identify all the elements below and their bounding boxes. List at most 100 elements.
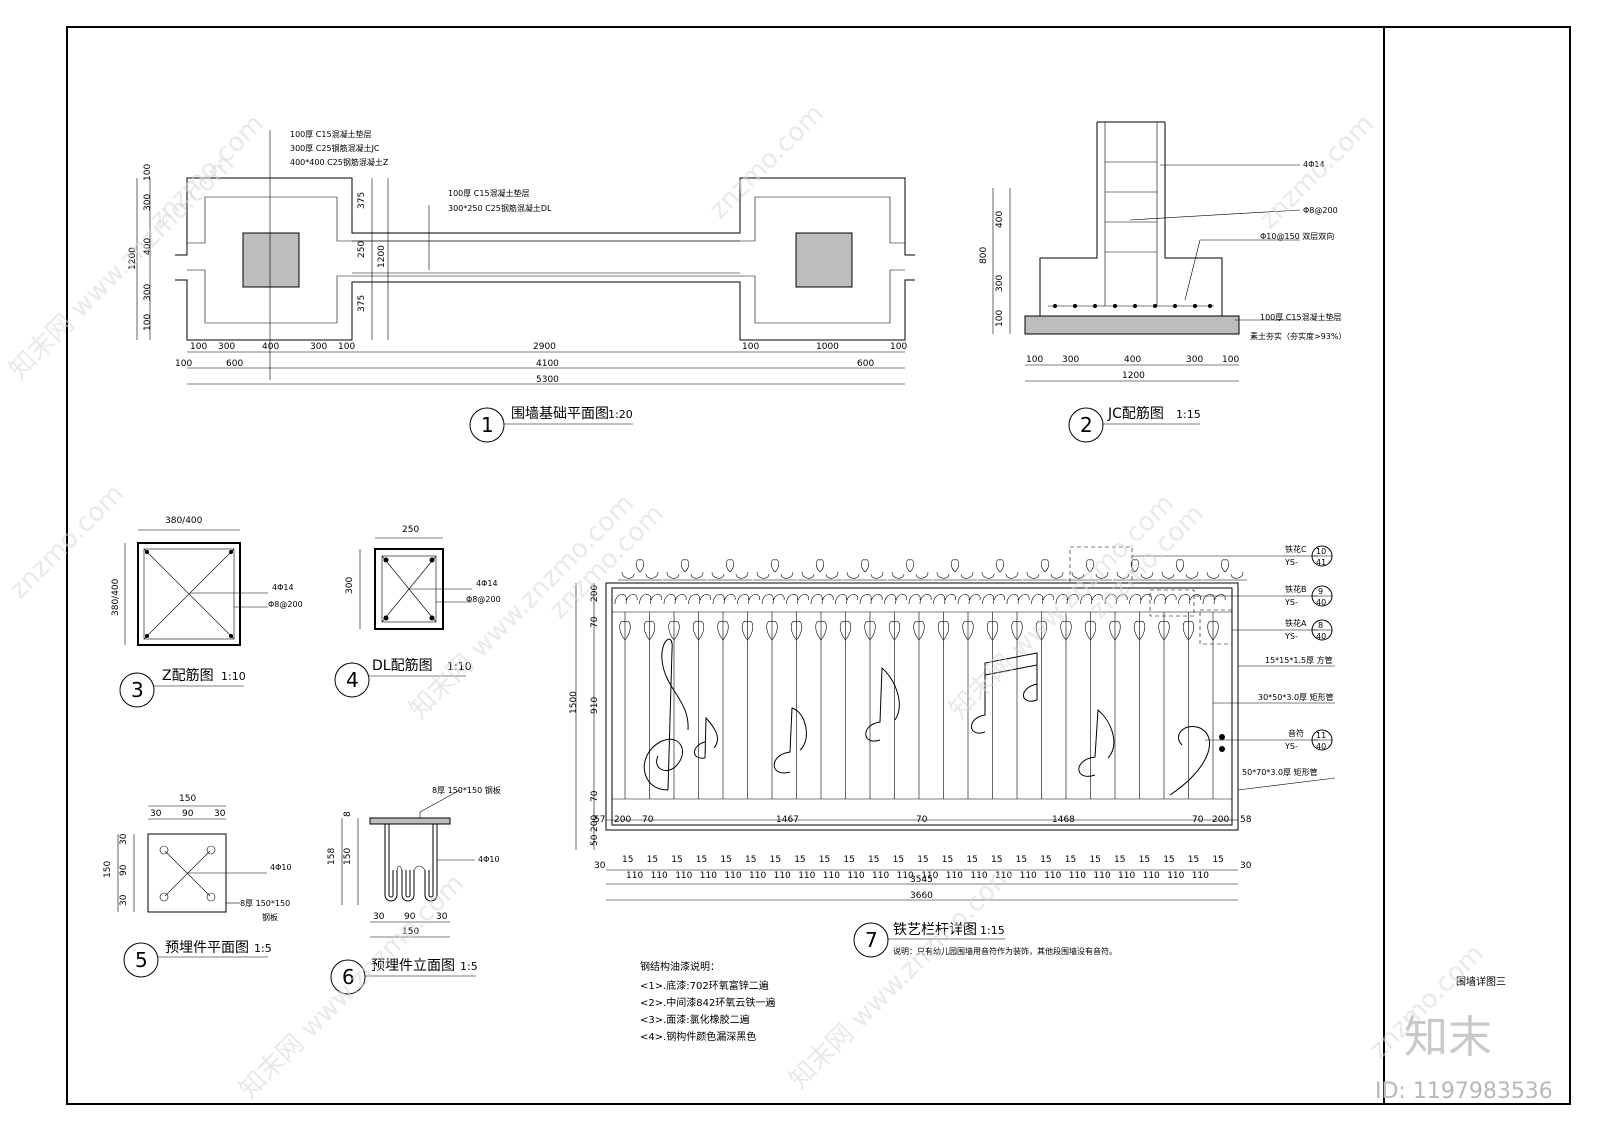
v1-dim-m1: 375 — [357, 192, 367, 209]
fleur-ornament — [1207, 620, 1219, 641]
dim-15: 15 — [745, 855, 756, 865]
railing-finials — [618, 559, 1247, 581]
v7-dim-l4: 70 — [590, 790, 600, 802]
fleur-ornament — [1035, 620, 1048, 641]
dim-110: 110 — [1192, 871, 1209, 881]
dim-15: 15 — [1163, 855, 1174, 865]
callout-3: 铁花A YS- 8 40 — [1232, 618, 1333, 641]
callout-2: 铁花B YS- 9 40 — [1194, 584, 1333, 607]
dim-15: 15 — [671, 855, 682, 865]
v5-note-3: 钢板 — [262, 912, 278, 922]
fleur-ornament — [1084, 620, 1097, 641]
finial — [933, 559, 977, 581]
fleur-ornament — [790, 620, 803, 641]
finial — [978, 559, 1022, 581]
v7-dim-i9: 58 — [1240, 815, 1252, 825]
v6-dim-b4: 150 — [402, 927, 419, 937]
note-ornament-2 — [773, 707, 807, 774]
watermark-site-2: znzmo.com — [704, 99, 830, 225]
v2-dim-b4: 300 — [1186, 355, 1203, 365]
dim-15: 15 — [1114, 855, 1125, 865]
dim-15: 15 — [1089, 855, 1100, 865]
dim-15: 15 — [720, 855, 731, 865]
dim-15: 15 — [991, 855, 1002, 865]
fleur-ornament — [741, 620, 754, 641]
music-notes — [643, 638, 1225, 796]
v4-dim-top: 250 — [402, 525, 419, 535]
railing-scrolls-top — [614, 594, 1226, 641]
v7-dim-l1: 200 — [590, 585, 600, 602]
v1-dim-l4: 300 — [143, 284, 153, 301]
v6-note-bar: 4Φ10 — [478, 855, 500, 864]
scroll — [614, 594, 638, 605]
view-6-embed-elevation: 8厚 150*150 钢板 4Φ10 8 150 158 30 90 30 15… — [327, 785, 501, 995]
v4-dim-left: 300 — [345, 577, 355, 594]
v6-dim-b2: 90 — [404, 912, 416, 922]
scroll — [712, 594, 736, 605]
dim-110: 110 — [1167, 871, 1184, 881]
dim-15: 15 — [966, 855, 977, 865]
dim-110: 110 — [724, 871, 741, 881]
dim-110: 110 — [897, 871, 914, 881]
dim-110: 110 — [675, 871, 692, 881]
dim-110: 110 — [651, 871, 668, 881]
v4-scale: 1:10 — [447, 660, 472, 673]
dim-15: 15 — [1016, 855, 1027, 865]
v5-dim-t1: 30 — [150, 809, 162, 819]
callout-1-prefix: YS- — [1284, 558, 1298, 567]
callout-2-bottom: 40 — [1316, 598, 1326, 607]
callout-2-name: 铁花B — [1285, 584, 1307, 594]
v4-title: DL配筋图 — [372, 657, 433, 674]
scroll — [639, 594, 662, 605]
scroll — [835, 594, 858, 605]
v1-dim-l5: 100 — [143, 314, 153, 331]
dim-110: 110 — [823, 871, 840, 881]
v1-dim-l3: 400 — [143, 238, 153, 255]
v1-dim-m3: 375 — [357, 295, 367, 312]
sheet-title: 围墙详图三 — [1456, 975, 1506, 988]
v1-dim-l2: 300 — [143, 194, 153, 211]
finial — [753, 559, 797, 581]
callout-4-name: 音符 — [1288, 728, 1304, 738]
dim-110: 110 — [847, 871, 864, 881]
fleur-ornament — [1182, 620, 1195, 641]
v5-dim-l3: 30 — [119, 894, 129, 906]
v2-note-3: Φ10@150 双层双向 — [1260, 231, 1334, 241]
watermark-brand-4: 知末网 www.znzmo.com — [784, 859, 1020, 1095]
v2-dim-b6: 1200 — [1122, 371, 1145, 381]
view-4-dl-reinforcement: 250 300 4Φ14 Φ8@200 4 DL配筋图 1:10 — [334, 525, 501, 698]
beamed-note-ornament — [971, 652, 1038, 734]
scroll — [737, 594, 760, 605]
finial — [663, 559, 707, 581]
v5-dim-l2: 90 — [119, 864, 129, 876]
scroll — [810, 594, 834, 605]
v6-scale: 1:5 — [460, 960, 478, 973]
dim-110: 110 — [626, 871, 643, 881]
fleur-ornament — [962, 620, 974, 641]
v7-dim-i5: 70 — [916, 815, 928, 825]
v7-dim-i1: 57 — [594, 815, 605, 825]
v7-number: 7 — [865, 928, 878, 952]
v7-dim-i4: 1467 — [776, 815, 799, 825]
finial — [1113, 559, 1157, 581]
v6-dim-l1: 8 — [343, 811, 353, 817]
v7-dim-i6: 1468 — [1052, 815, 1075, 825]
callout-1-name: 铁花C — [1285, 544, 1307, 554]
v1-note-4: 100厚 C15混凝土垫层 — [448, 188, 530, 198]
v7-tube-1: 15*15*1.5厚 方管 — [1265, 655, 1333, 665]
v1-dim-c2: 600 — [226, 359, 243, 369]
v7-remark: 说明：只有幼儿园围墙用音符作为装饰，其他段围墙没有音符。 — [893, 946, 1117, 956]
v5-number: 5 — [135, 948, 148, 972]
fleur-ornament — [1158, 620, 1170, 641]
paint-notes-title: 钢结构油漆说明： — [640, 960, 720, 973]
v1-dim-b6: 2900 — [533, 342, 556, 352]
v7-dim-i2: 200 — [614, 815, 631, 825]
v7-tube-3: 50*70*3.0厚 矩形管 — [1242, 767, 1318, 777]
v1-title: 围墙基础平面图 — [511, 405, 609, 422]
v6-dim-l3: 158 — [327, 848, 337, 865]
v3-title: Z配筋图 — [162, 667, 214, 684]
callout-4-prefix: YS- — [1284, 742, 1298, 751]
callout-3-prefix: YS- — [1284, 632, 1298, 641]
v2-dim-l2: 800 — [979, 247, 989, 264]
